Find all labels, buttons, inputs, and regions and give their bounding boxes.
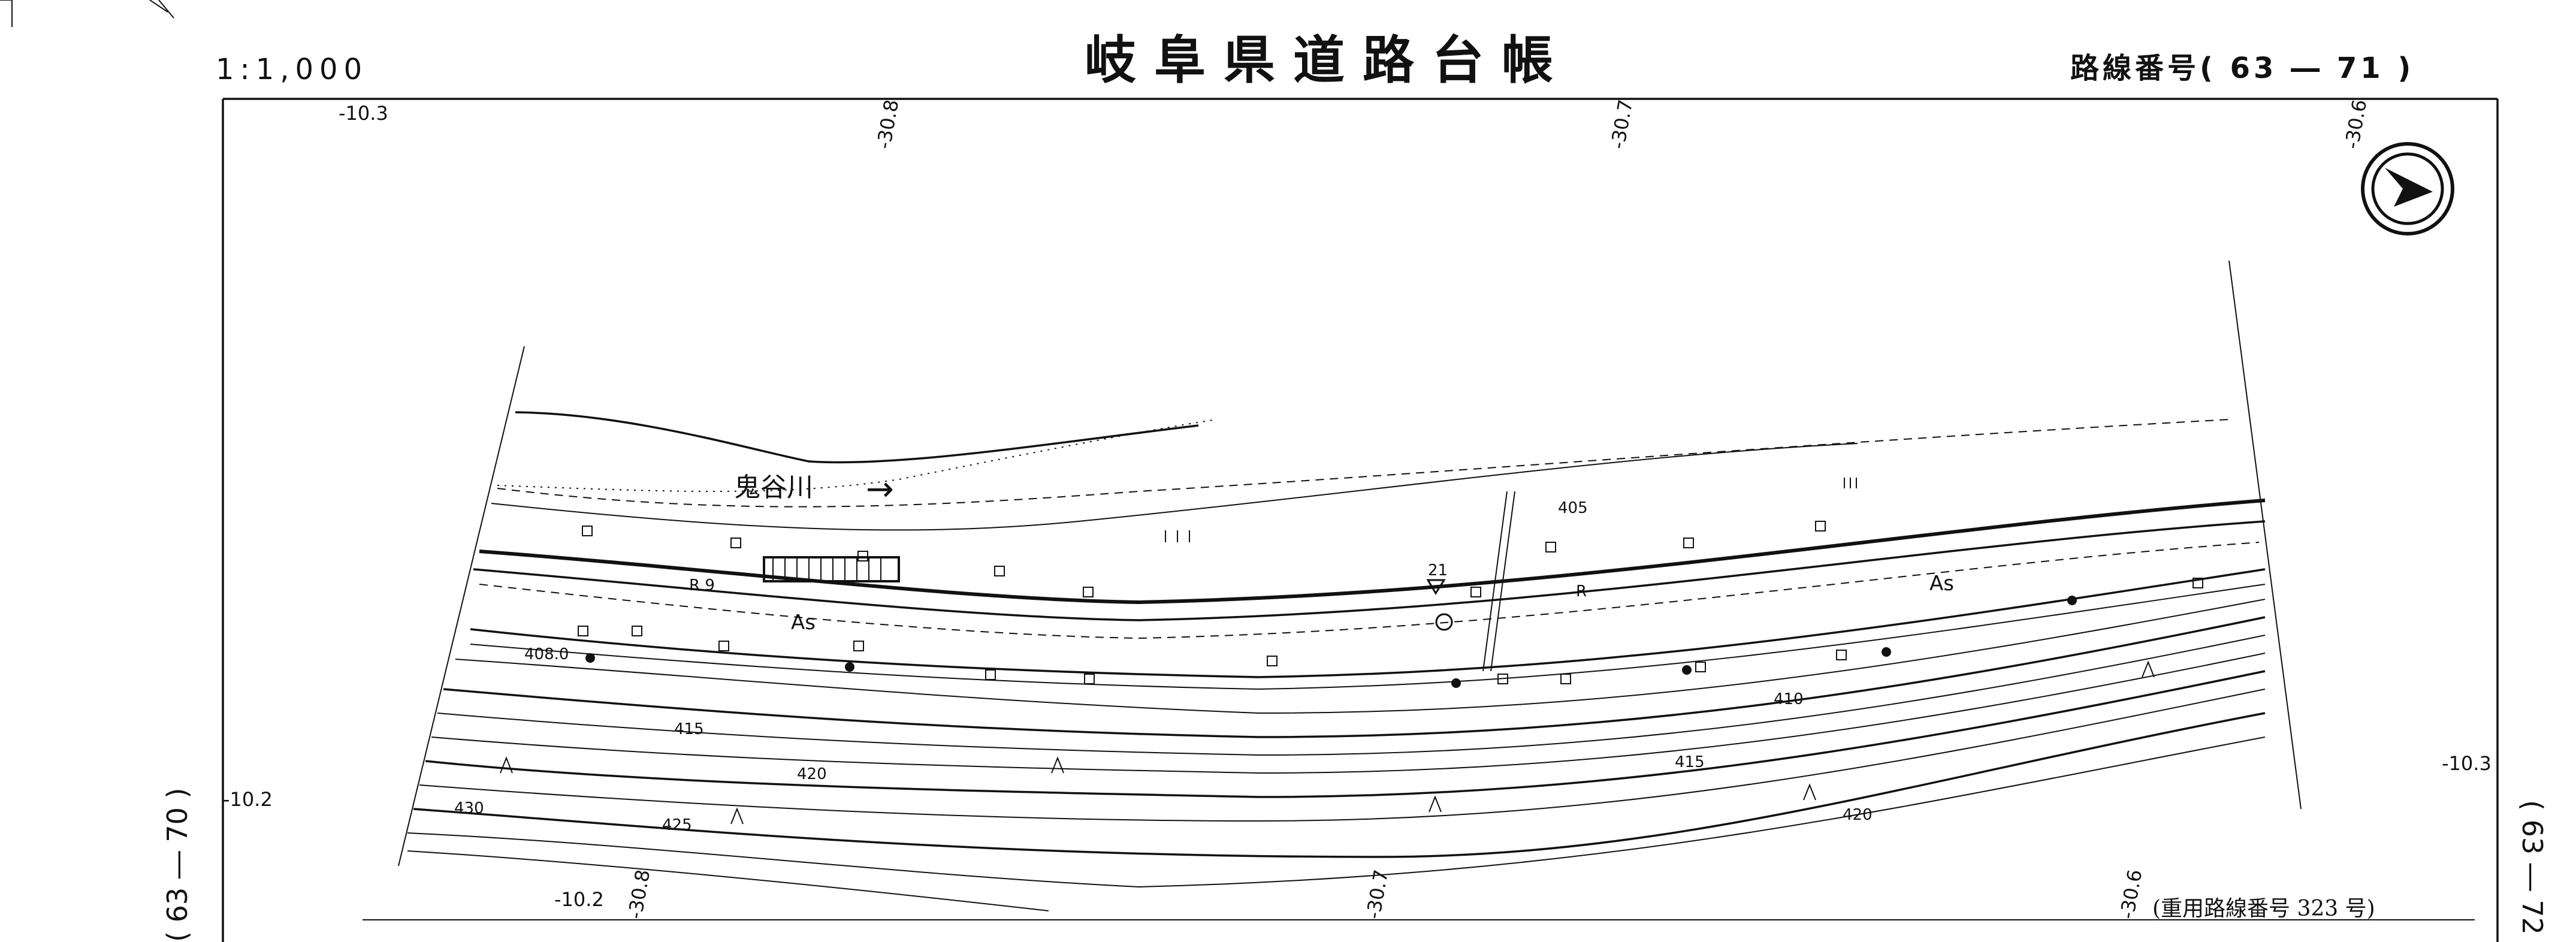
contour-label-405: 405 bbox=[1558, 499, 1588, 517]
pavement-label-1: As bbox=[791, 611, 816, 635]
grid-label-left: -10.2 bbox=[223, 788, 273, 811]
manhole-icon bbox=[1545, 542, 1556, 552]
station-label: 21 bbox=[1428, 561, 1448, 579]
manhole-icon bbox=[1267, 656, 1278, 666]
contours bbox=[407, 599, 2266, 911]
map-symbols bbox=[500, 478, 2203, 825]
bridge bbox=[763, 556, 900, 582]
corner-registration-marks bbox=[0, 0, 174, 27]
crossing-pipe bbox=[1482, 491, 1515, 672]
manhole-icon bbox=[1084, 674, 1095, 684]
station-triangle-icon bbox=[1426, 579, 1446, 595]
benchmark-icon bbox=[1435, 613, 1453, 631]
manhole-icon bbox=[1836, 650, 1847, 660]
manhole-icon bbox=[853, 641, 864, 651]
duplicate-route-number: (重用路線番号 323 号) bbox=[2152, 896, 2375, 921]
river bbox=[491, 411, 2230, 531]
river-flow-arrow: → bbox=[866, 470, 894, 509]
plot-boundary-left bbox=[398, 346, 525, 866]
grid-label-bottom-1: -10.2 bbox=[554, 888, 604, 911]
manhole-icon bbox=[1470, 587, 1481, 597]
manhole-icon bbox=[857, 551, 868, 561]
plot-boundary-right bbox=[2228, 260, 2302, 810]
map-title: 岐阜県道路台帳 bbox=[1085, 31, 1571, 90]
survey-point-icon bbox=[1451, 678, 1461, 688]
manhole-icon bbox=[1815, 521, 1826, 532]
spot-elevation: 408.0 bbox=[524, 645, 569, 663]
grid-label-top-3: -30.7 bbox=[1606, 98, 1637, 150]
manhole-icon bbox=[582, 526, 593, 536]
survey-point-icon bbox=[585, 653, 595, 663]
survey-point-icon bbox=[845, 662, 854, 672]
grid-label-bottom-4: -30.6 bbox=[2115, 868, 2146, 920]
contour-label-420-right: 420 bbox=[1843, 806, 1873, 824]
manhole-icon bbox=[1497, 674, 1508, 684]
map-frame bbox=[222, 98, 2499, 942]
survey-point-icon bbox=[2067, 596, 2077, 605]
contour-label-430: 430 bbox=[454, 799, 484, 817]
contour-label-420-left: 420 bbox=[797, 765, 827, 783]
adjacent-sheet-left: ( 63 ― 70 ) bbox=[161, 788, 194, 942]
manhole-icon bbox=[730, 538, 741, 548]
manhole-icon bbox=[985, 669, 996, 680]
survey-point-icon bbox=[1882, 647, 1891, 657]
route-number: 路線番号( 63 ― 71 ) bbox=[2070, 52, 2414, 85]
manhole-icon bbox=[2193, 578, 2203, 588]
grid-label-right: -10.3 bbox=[2442, 752, 2492, 775]
cliff-symbols bbox=[500, 660, 2155, 825]
manhole-icon bbox=[718, 641, 729, 651]
grid-label-bottom-2: -30.8 bbox=[623, 868, 654, 920]
pavement-label-2: As bbox=[1929, 572, 1954, 596]
river-label: 鬼谷川 bbox=[734, 472, 813, 503]
manhole-icon bbox=[578, 626, 588, 636]
grid-label-top-2: -30.8 bbox=[872, 98, 903, 150]
grid-label-top-1: -10.3 bbox=[339, 102, 388, 125]
road bbox=[470, 499, 2266, 690]
manhole-icon bbox=[1083, 587, 1094, 597]
contour-label-415-right: 415 bbox=[1675, 753, 1705, 771]
map-scale: 1:1,000 bbox=[216, 53, 368, 86]
adjacent-sheet-right: ( 63 ― 72 ) bbox=[2516, 800, 2548, 942]
manhole-icon bbox=[994, 566, 1005, 576]
north-arrow-icon bbox=[2361, 142, 2454, 236]
curve-label-1: R 9 bbox=[689, 576, 715, 594]
survey-point-icon bbox=[1682, 665, 1692, 675]
curve-label-2: R bbox=[1576, 582, 1587, 600]
manhole-icon bbox=[1560, 674, 1571, 684]
manhole-icon bbox=[1683, 538, 1694, 548]
manhole-icon bbox=[1695, 662, 1706, 672]
grass-symbols bbox=[1165, 478, 1857, 542]
contour-label-415-left: 415 bbox=[674, 720, 704, 738]
contour-label-425: 425 bbox=[662, 816, 692, 834]
contour-label-410: 410 bbox=[1774, 690, 1804, 708]
manhole-icon bbox=[632, 626, 642, 636]
grid-label-top-4: -30.6 bbox=[2340, 98, 2371, 150]
